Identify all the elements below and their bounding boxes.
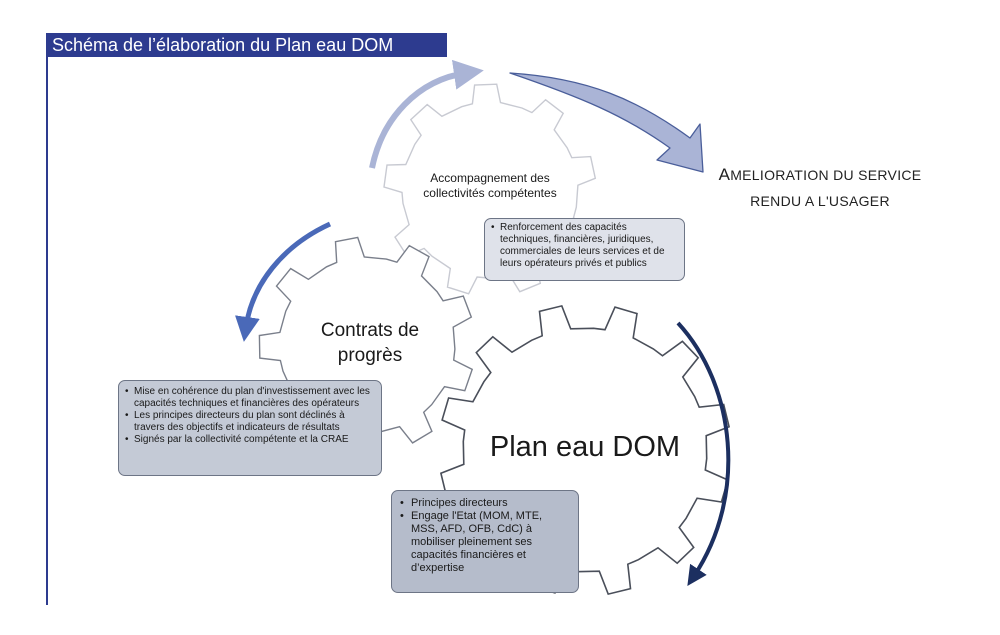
service-improvement-label: AMELIORATION DU SERVICE RENDU A L'USAGER — [700, 162, 940, 214]
bullet-item: Mise en cohérence du plan d'investisseme… — [125, 386, 375, 410]
bullet-list: Renforcement des capacités techniques, f… — [491, 222, 678, 270]
gear-label-accompagnement: Accompagnement des collectivités compéte… — [423, 171, 557, 200]
bullet-item: Renforcement des capacités techniques, f… — [491, 222, 678, 270]
arrow-to-plan-eau — [676, 321, 731, 586]
service-line-2: RENDU A L'USAGER — [750, 193, 890, 209]
info-box-renforcement: Renforcement des capacités techniques, f… — [484, 218, 685, 281]
bullet-item: Engage l'Etat (MOM, MTE, MSS, AFD, OFB, … — [400, 510, 572, 575]
info-box-plan-eau-dom: Principes directeurs Engage l'Etat (MOM,… — [391, 490, 579, 593]
bullet-item: Principes directeurs — [400, 497, 572, 510]
bullet-list: Mise en cohérence du plan d'investisseme… — [125, 386, 375, 446]
arrow-to-accompagnement — [369, 59, 484, 169]
bullet-item: Les principes directeurs du plan sont dé… — [125, 410, 375, 434]
arrow-to-service-improvement — [509, 72, 704, 173]
arrow-to-contrats — [235, 221, 332, 342]
bullet-list: Principes directeurs Engage l'Etat (MOM,… — [400, 497, 572, 575]
service-line-1: AMELIORATION DU SERVICE — [718, 165, 922, 184]
info-box-contrats: Mise en cohérence du plan d'investisseme… — [118, 380, 382, 476]
bullet-item: Signés par la collectivité compétente et… — [125, 434, 375, 446]
diagram-title: Schéma de l’élaboration du Plan eau DOM — [46, 33, 447, 57]
title-rule — [46, 57, 48, 605]
gear-label-plan-eau-dom: Plan eau DOM — [489, 431, 681, 463]
gear-label-contrats: Contrats de progrès — [320, 320, 420, 366]
